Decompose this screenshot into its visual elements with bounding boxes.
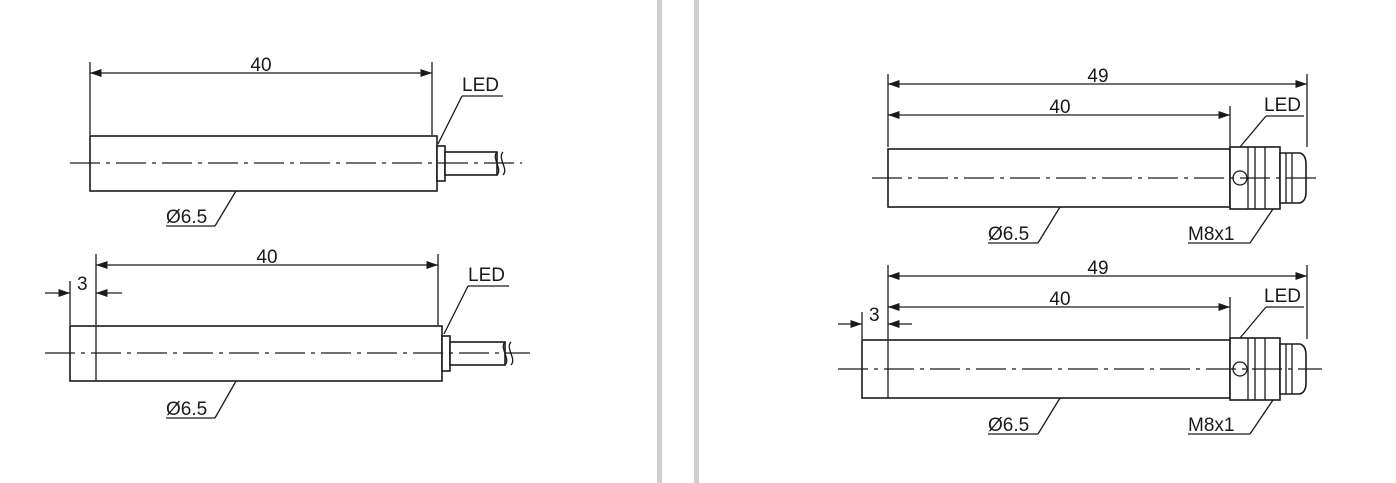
thread-leader — [1249, 399, 1274, 435]
length-label: 40 — [250, 55, 271, 76]
sensor-left-bottom: 40 3 LED Ø6.5 — [45, 247, 530, 420]
diameter-leader — [1037, 397, 1061, 435]
length-label: 40 — [1049, 289, 1070, 310]
diameter-label: Ø6.5 — [166, 399, 207, 420]
offset-label: 3 — [869, 305, 880, 326]
led-cap — [441, 335, 451, 372]
panel-separator-left — [657, 0, 662, 483]
led-label: LED — [1264, 286, 1301, 307]
diameter-label: Ø6.5 — [988, 224, 1029, 245]
diameter-label: Ø6.5 — [988, 415, 1029, 436]
led-leader — [437, 95, 463, 145]
led-label: LED — [468, 265, 505, 286]
diameter-label: Ø6.5 — [166, 207, 207, 228]
offset-label: 3 — [77, 274, 88, 295]
diameter-leader — [214, 190, 237, 227]
thread-label: M8x1 — [1188, 224, 1234, 245]
overall-label: 49 — [1087, 258, 1108, 279]
led-label: LED — [1264, 95, 1301, 116]
length-label: 40 — [1049, 97, 1070, 118]
diameter-leader — [1037, 206, 1061, 244]
length-label: 40 — [256, 247, 277, 268]
sensor-right-bottom: 49 40 3 LED Ø6.5 M8x1 — [838, 258, 1322, 436]
panel-separator-right — [694, 0, 699, 483]
led-label: LED — [462, 75, 499, 96]
sensor-left-top: 40 LED Ø6.5 — [70, 55, 522, 228]
thread-label: M8x1 — [1188, 415, 1234, 436]
sensor-right-top: 49 40 LED Ø6.5 M8x1 — [872, 66, 1322, 245]
diameter-leader — [214, 380, 237, 419]
led-leader — [1239, 306, 1267, 339]
overall-label: 49 — [1087, 66, 1108, 87]
thread-leader — [1249, 208, 1274, 244]
led-leader — [443, 285, 469, 335]
led-leader — [1239, 115, 1267, 148]
